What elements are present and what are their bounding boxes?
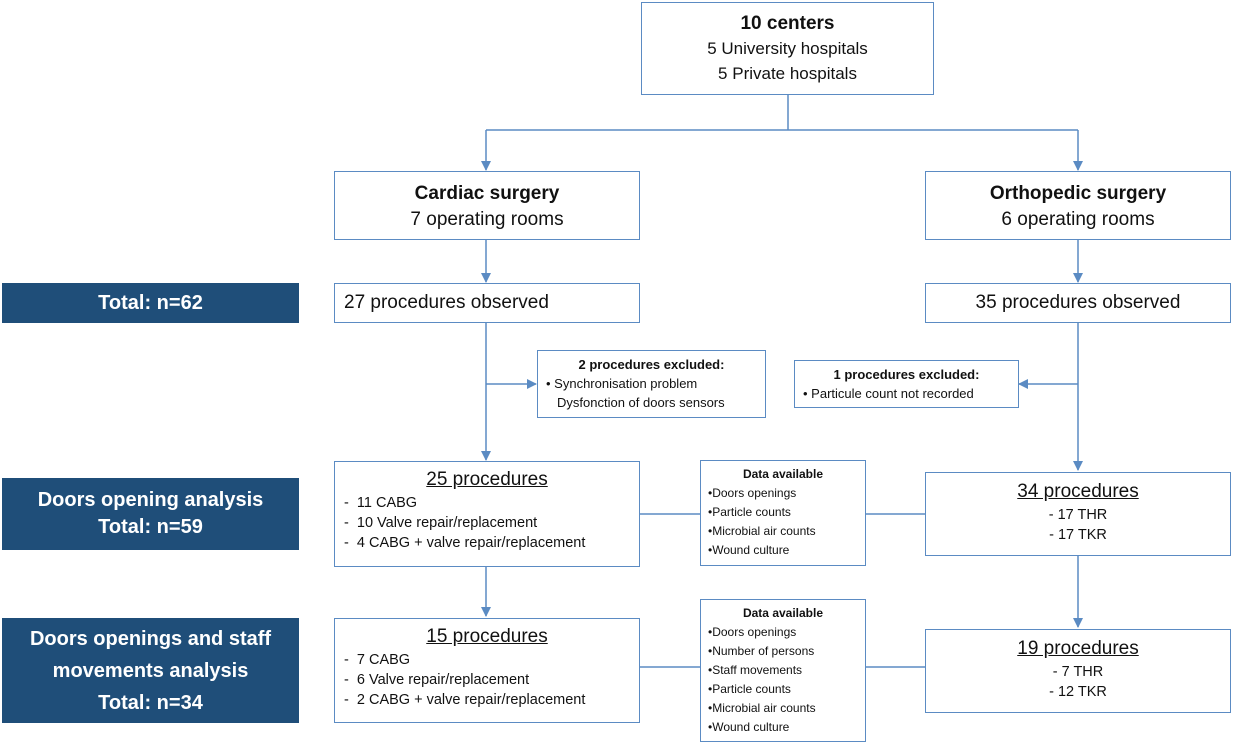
list-item: 6 Valve repair/replacement bbox=[344, 670, 639, 690]
cardiac-excluded-title: 2 procedures excluded: bbox=[578, 357, 725, 372]
cardiac-doors-title: 25 procedures bbox=[426, 469, 548, 490]
cardiac-surgery-title: Cardiac surgery bbox=[414, 183, 560, 204]
centers-private: 5 Private hospitals bbox=[718, 64, 857, 83]
list-item: Particle counts bbox=[708, 680, 865, 699]
ortho-doors-item-1: - 17 THR bbox=[1048, 507, 1108, 523]
ortho-excluded-title: 1 procedures excluded: bbox=[833, 367, 980, 382]
list-item: 11 CABG bbox=[344, 493, 639, 513]
data-available-title-1: Data available bbox=[742, 467, 824, 481]
cardiac-excluded-item-2: Dysfonction of doors sensors bbox=[557, 395, 725, 410]
staff-movements-label-1: Doors openings and staff bbox=[29, 627, 272, 650]
list-item: 7 CABG bbox=[344, 650, 639, 670]
ortho-staff-item-2: - 12 TKR bbox=[1049, 684, 1107, 700]
staff-movements-bar: Doors openings and staff movements analy… bbox=[2, 618, 299, 723]
ortho-staff-box: 19 procedures - 7 THR - 12 TKR bbox=[925, 629, 1231, 713]
list-item: Staff movements bbox=[708, 661, 865, 680]
cardiac-doors-list: 11 CABG 10 Valve repair/replacement 4 CA… bbox=[344, 493, 639, 553]
list-item: Number of persons bbox=[708, 642, 865, 661]
cardiac-surgery-box: Cardiac surgery 7 operating rooms bbox=[334, 171, 640, 240]
orthopedic-surgery-box: Orthopedic surgery 6 operating rooms bbox=[925, 171, 1231, 240]
cardiac-excluded-box: 2 procedures excluded: • Synchronisation… bbox=[537, 350, 766, 418]
ortho-doors-title: 34 procedures bbox=[1017, 481, 1139, 502]
centers-title: 10 centers bbox=[740, 13, 835, 34]
ortho-staff-title: 19 procedures bbox=[1017, 638, 1139, 659]
cardiac-excluded-item-1: • Synchronisation problem bbox=[546, 376, 698, 391]
cardiac-staff-title: 15 procedures bbox=[426, 626, 548, 647]
cardiac-staff-list: 7 CABG 6 Valve repair/replacement 2 CABG… bbox=[344, 650, 639, 710]
list-item: Wound culture bbox=[708, 541, 865, 560]
cardiac-observed-label: 27 procedures observed bbox=[344, 292, 549, 313]
doors-opening-total: Total: n=59 bbox=[98, 516, 203, 538]
ortho-staff-item-1: - 7 THR bbox=[1052, 664, 1104, 680]
data-available-box-2: Data available Doors openings Number of … bbox=[700, 599, 866, 742]
ortho-observed-box: 35 procedures observed bbox=[925, 283, 1231, 323]
list-item: 2 CABG + valve repair/replacement bbox=[344, 690, 639, 710]
total-bar: Total: n=62 bbox=[2, 283, 299, 323]
data-available-box-1: Data available Doors openings Particle c… bbox=[700, 460, 866, 566]
list-item: Microbial air counts bbox=[708, 699, 865, 718]
data-available-list-1: Doors openings Particle counts Microbial… bbox=[708, 484, 865, 560]
list-item: Particle counts bbox=[708, 503, 865, 522]
ortho-excluded-box: 1 procedures excluded: • Particule count… bbox=[794, 360, 1019, 408]
centers-university: 5 University hospitals bbox=[707, 39, 868, 58]
list-item: 10 Valve repair/replacement bbox=[344, 513, 639, 533]
data-available-list-2: Doors openings Number of persons Staff m… bbox=[708, 623, 865, 737]
doors-opening-label: Doors opening analysis bbox=[37, 489, 264, 511]
centers-box: 10 centers 5 University hospitals 5 Priv… bbox=[641, 2, 934, 95]
cardiac-staff-box: 15 procedures 7 CABG 6 Valve repair/repl… bbox=[334, 618, 640, 723]
ortho-doors-item-2: - 17 TKR bbox=[1049, 527, 1107, 543]
list-item: Doors openings bbox=[708, 484, 865, 503]
ortho-excluded-item-1: • Particule count not recorded bbox=[803, 386, 974, 401]
ortho-observed-label: 35 procedures observed bbox=[975, 292, 1181, 313]
cardiac-surgery-rooms: 7 operating rooms bbox=[410, 209, 564, 230]
list-item: Wound culture bbox=[708, 718, 865, 737]
cardiac-observed-box: 27 procedures observed bbox=[334, 283, 640, 323]
list-item: Microbial air counts bbox=[708, 522, 865, 541]
ortho-doors-box: 34 procedures - 17 THR - 17 TKR bbox=[925, 472, 1231, 556]
staff-movements-label-2: movements analysis bbox=[52, 659, 249, 682]
staff-movements-total: Total: n=34 bbox=[98, 691, 203, 714]
doors-opening-bar: Doors opening analysis Total: n=59 bbox=[2, 478, 299, 550]
orthopedic-surgery-rooms: 6 operating rooms bbox=[1001, 209, 1155, 230]
list-item: Doors openings bbox=[708, 623, 865, 642]
list-item: 4 CABG + valve repair/replacement bbox=[344, 533, 639, 553]
total-label: Total: n=62 bbox=[98, 291, 203, 314]
orthopedic-surgery-title: Orthopedic surgery bbox=[989, 183, 1167, 204]
cardiac-doors-box: 25 procedures 11 CABG 10 Valve repair/re… bbox=[334, 461, 640, 567]
data-available-title-2: Data available bbox=[742, 606, 824, 620]
